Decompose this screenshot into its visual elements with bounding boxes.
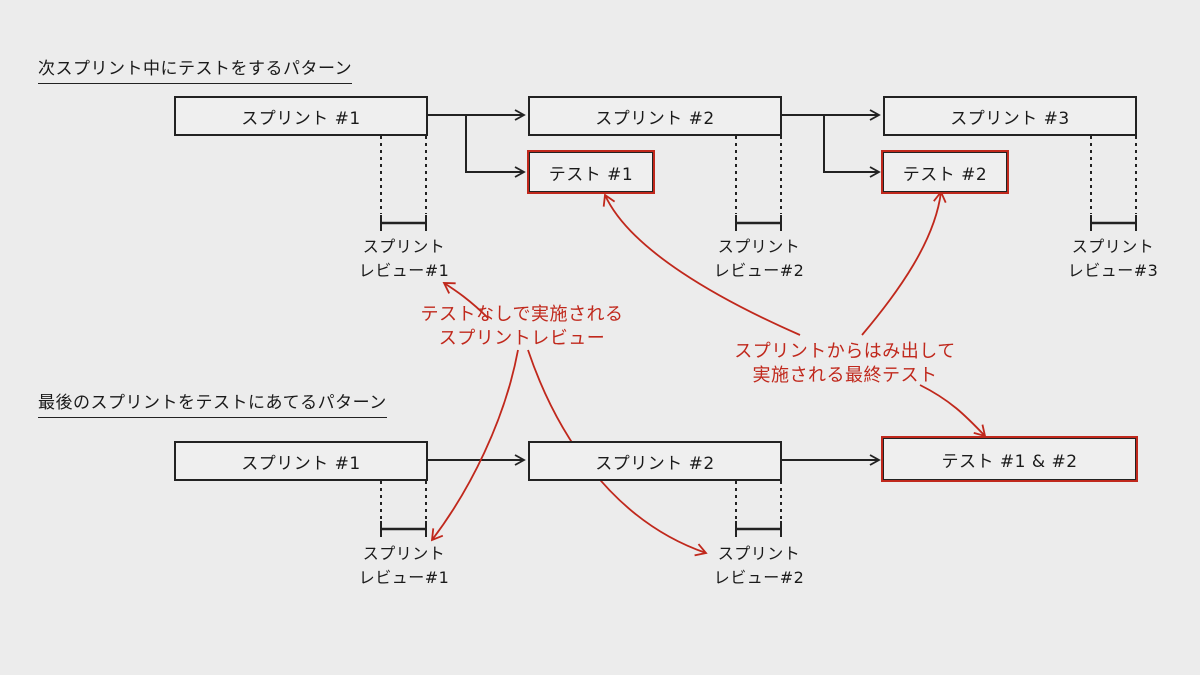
annotation-final-test-line2: 実施される最終テスト [752,365,938,386]
pattern2-review-brackets [380,481,782,537]
p2-review-bracket-2 [735,481,782,537]
final-test-box: テスト #1 & #2 [881,436,1138,482]
red-arrow-to-review1-top [442,282,489,319]
review1-line2: レビュー#1 [358,261,450,280]
review3-line1: スプリント [1071,237,1155,256]
p2-review2-line1: スプリント [717,544,801,563]
sprint1-box: スプリント #1 [174,96,428,136]
p2-review2-line2: レビュー#2 [713,568,805,587]
review3-label: スプリント レビュー#3 [1048,235,1178,283]
review-bracket-2 [735,136,782,231]
pattern1-arrows [428,109,881,178]
sprint3-box: スプリント #3 [883,96,1137,136]
red-arrow-to-test2 [861,190,947,336]
p2-review1-line2: レビュー#1 [358,568,450,587]
test2-box: テスト #2 [881,150,1009,194]
red-arrow-to-final-test [919,384,987,438]
annotation-no-test-review-line2: スプリントレビュー [438,328,606,349]
annotation-no-test-review-line1: テストなしで実施される [420,304,624,325]
review2-line2: レビュー#2 [713,261,805,280]
test1-box: テスト #1 [527,150,655,194]
pattern2-title: 最後のスプリントをテストにあてるパターン [38,388,387,418]
review1-line1: スプリント [362,237,446,256]
arrow-sprint1-to-test1 [465,115,526,178]
red-arrow-to-p2-review1 [430,349,519,542]
review1-label: スプリント レビュー#1 [339,235,469,283]
annotation-final-test-line1: スプリントからはみ出して [734,341,956,362]
pattern1-title: 次スプリント中にテストをするパターン [38,54,353,84]
p2-sprint1-box: スプリント #1 [174,441,428,481]
p2-sprint2-box: スプリント #2 [528,441,782,481]
arrow-sprint2-to-test2 [823,115,881,178]
review-bracket-1 [380,136,427,231]
sprint2-box: スプリント #2 [528,96,782,136]
p2-review-bracket-1 [380,481,427,537]
p2-review1-line1: スプリント [362,544,446,563]
pattern1-review-brackets [380,136,1137,231]
p2-review1-label: スプリント レビュー#1 [339,542,469,590]
review-bracket-3 [1090,136,1137,231]
p2-review2-label: スプリント レビュー#2 [694,542,824,590]
annotation-final-test: スプリントからはみ出して 実施される最終テスト [705,340,985,388]
annotation-no-test-review: テストなしで実施される スプリントレビュー [382,303,662,351]
red-arrow-to-test1 [602,193,801,336]
review2-line1: スプリント [717,237,801,256]
review2-label: スプリント レビュー#2 [694,235,824,283]
review3-line2: レビュー#3 [1067,261,1159,280]
